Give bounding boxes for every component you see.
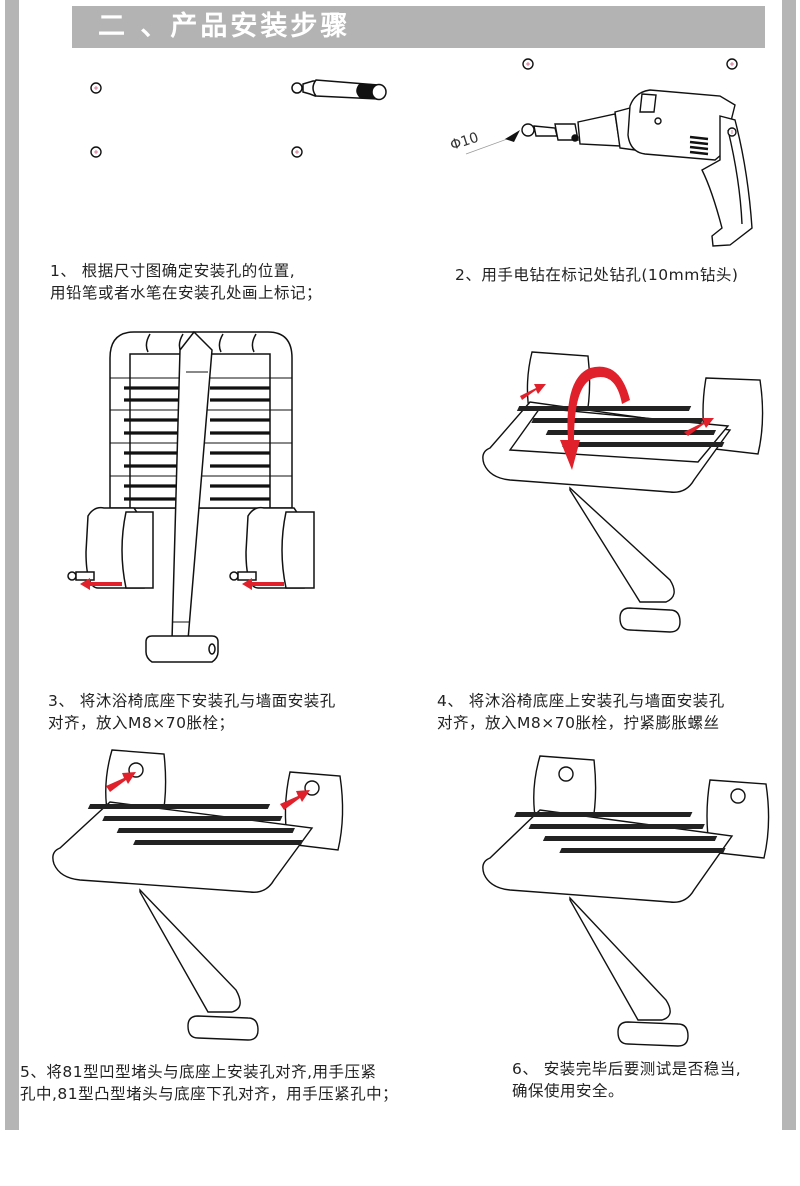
step-1-line-2: 用铅笔或者水笔在安装孔处画上标记； <box>50 284 323 302</box>
section-title: 二 、产品安装步骤 <box>98 11 351 42</box>
step-1-line-1: 1、 根据尺寸图确定安装孔的位置, <box>50 262 296 280</box>
step-5-illustration <box>52 749 344 1041</box>
red-arrow-icon <box>106 772 310 810</box>
red-arrow-icon <box>520 384 546 400</box>
step-6-text: 6、 安装完毕后要测试是否稳当, 确保使用安全。 <box>512 1058 741 1102</box>
unfolding-chair-icon <box>482 351 764 633</box>
rotation-arrow-icon <box>520 366 714 470</box>
step-5-line-1: 5、将81型凹型堵头与底座上安装孔对齐,用手压紧 <box>20 1063 377 1081</box>
hole-mark-icon <box>90 82 102 94</box>
red-arrow-icon <box>80 578 284 590</box>
step-4-illustration <box>482 351 764 633</box>
hole-mark-icon <box>291 146 303 158</box>
step-3-line-1: 3、 将沐浴椅底座下安装孔与墙面安装孔 <box>48 692 336 710</box>
step-5-text: 5、将81型凹型堵头与底座上安装孔对齐,用手压紧 孔中,81型凸型堵头与底座下孔… <box>20 1061 398 1105</box>
hole-mark-icon <box>522 58 534 70</box>
step-2-line-1: 2、用手电钻在标记处钻孔(10mm钻头) <box>455 266 739 284</box>
hole-mark-icon <box>90 146 102 158</box>
red-arrow-icon <box>684 418 714 436</box>
step-2-illustration: Φ10 <box>448 58 753 247</box>
step-1-text: 1、 根据尺寸图确定安装孔的位置, 用铅笔或者水笔在安装孔处画上标记； <box>50 260 322 304</box>
step-4-line-2: 对齐，放入M8×70胀栓，拧紧膨胀螺丝 <box>437 714 720 732</box>
step-3-illustration <box>67 330 315 663</box>
step-3-text: 3、 将沐浴椅底座下安装孔与墙面安装孔 对齐，放入M8×70胀栓； <box>48 690 336 734</box>
step-3-line-2: 对齐，放入M8×70胀栓； <box>48 714 235 732</box>
marker-pen-icon <box>291 79 387 101</box>
step-6-illustration <box>482 755 770 1047</box>
step-6-line-1: 6、 安装完毕后要测试是否稳当, <box>512 1060 742 1078</box>
left-border-bar <box>5 0 19 1130</box>
step-4-line-1: 4、 将沐浴椅底座上安装孔与墙面安装孔 <box>437 692 725 710</box>
chair-with-caps-icon <box>52 749 344 1041</box>
installed-chair-icon <box>482 755 770 1047</box>
folded-chair-icon <box>67 330 315 663</box>
step-5-line-2: 孔中,81型凸型堵头与底座下孔对齐，用手压紧孔中； <box>20 1085 399 1103</box>
step-1-illustration <box>90 79 387 158</box>
hole-mark-icon <box>726 58 738 70</box>
step-6-line-2: 确保使用安全。 <box>512 1082 625 1100</box>
electric-drill-icon <box>521 89 753 247</box>
step-4-text: 4、 将沐浴椅底座上安装孔与墙面安装孔 对齐，放入M8×70胀栓，拧紧膨胀螺丝 <box>437 690 725 734</box>
right-border-bar <box>782 0 796 1130</box>
step-2-text: 2、用手电钻在标记处钻孔(10mm钻头) <box>455 264 738 286</box>
section-banner: 二 、产品安装步骤 <box>72 6 765 48</box>
